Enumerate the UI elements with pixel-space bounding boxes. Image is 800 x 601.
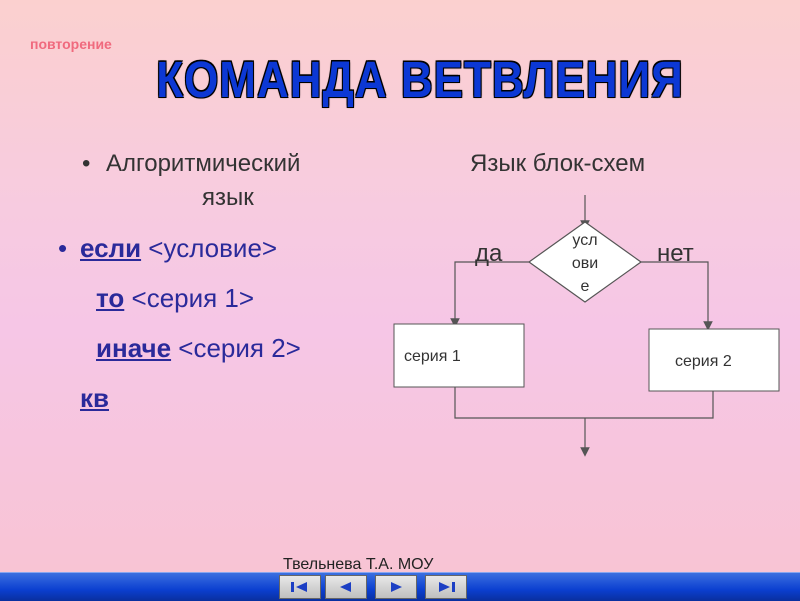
no-branch-line — [641, 261, 713, 331]
first-slide-icon — [291, 582, 307, 592]
flowchart-language-heading: Язык блок-схем — [470, 150, 646, 177]
slide-title: КОМАНДА ВЕТВЛЕНИЯ — [156, 52, 684, 109]
condition-diamond — [527, 221, 643, 303]
first-slide-button[interactable] — [279, 575, 321, 599]
keyword-end: кв — [80, 383, 109, 413]
code-bullet: • — [58, 233, 68, 263]
keyword-then: то — [96, 283, 125, 313]
last-slide-button[interactable] — [425, 575, 467, 599]
series2-text: серия 2 — [675, 353, 732, 370]
next-slide-icon — [391, 582, 402, 592]
previous-slide-button[interactable] — [325, 575, 367, 599]
keyword-else: иначе — [96, 333, 172, 363]
condition-text-2: ови — [572, 255, 598, 272]
condition-text-1: усл — [572, 232, 597, 249]
repeat-label: повторение — [30, 36, 112, 52]
navigation-bar — [0, 572, 800, 601]
yes-label: да — [475, 240, 503, 267]
keyword-if: если — [80, 233, 142, 263]
code-line-end: кв — [80, 383, 109, 414]
merge-line — [454, 387, 714, 419]
last-slide-icon — [439, 582, 455, 592]
next-slide-button[interactable] — [375, 575, 417, 599]
bullet: • — [82, 150, 91, 177]
previous-slide-icon — [340, 582, 351, 592]
algorithmic-language-heading: Алгоритмический — [106, 150, 301, 177]
series2-box — [648, 328, 780, 392]
if-condition: <условие> — [141, 233, 278, 263]
series1-text: серия 1 — [404, 348, 461, 365]
code-line-else: иначе <серия 2> — [96, 333, 301, 364]
series1-box — [393, 323, 525, 388]
code-line-then: то <серия 1> — [96, 283, 254, 314]
condition-text-3: е — [581, 278, 590, 295]
then-series: <серия 1> — [124, 283, 255, 313]
algorithmic-language-heading-cont: язык — [202, 184, 254, 211]
no-label: нет — [657, 240, 694, 267]
yes-branch-line — [450, 261, 529, 328]
author-footer: Твельнева Т.А. МОУ — [283, 556, 434, 573]
code-line-if: если <условие> — [80, 233, 277, 264]
else-series: <серия 2> — [171, 333, 301, 363]
